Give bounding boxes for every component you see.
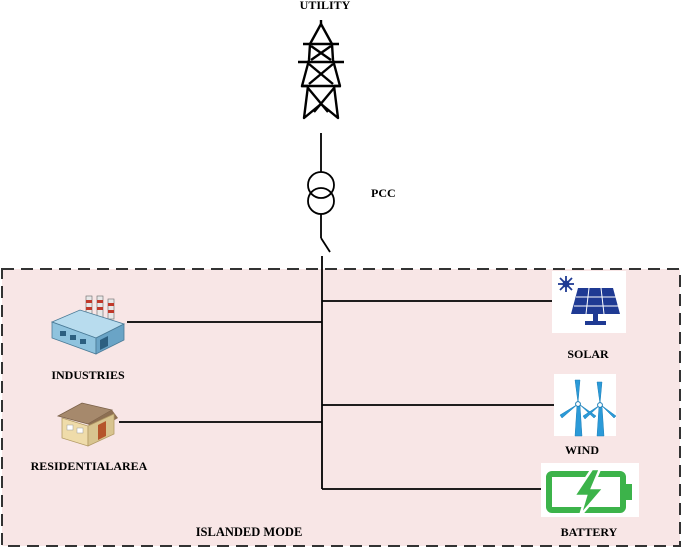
- factory-icon: [50, 295, 126, 355]
- battery-icon: [541, 463, 639, 517]
- solar-panel-icon: [552, 271, 626, 333]
- islanded-mode-label: ISLANDED MODE: [196, 525, 303, 539]
- transformer-icon: [307, 171, 335, 215]
- solar-label: SOLAR: [567, 347, 609, 361]
- pcc-label: PCC: [371, 186, 396, 200]
- transmission-tower-icon: [298, 20, 344, 120]
- residential-label: RESIDENTIALAREA: [31, 459, 148, 473]
- wind-label: WIND: [565, 443, 599, 457]
- battery-label: BATTERY: [561, 525, 618, 539]
- wind-turbine-icon: [554, 374, 617, 437]
- house-icon: [56, 402, 118, 447]
- switch-icon: [320, 237, 331, 253]
- utility-label: UTILITY: [300, 0, 351, 12]
- industries-label: INDUSTRIES: [51, 368, 125, 382]
